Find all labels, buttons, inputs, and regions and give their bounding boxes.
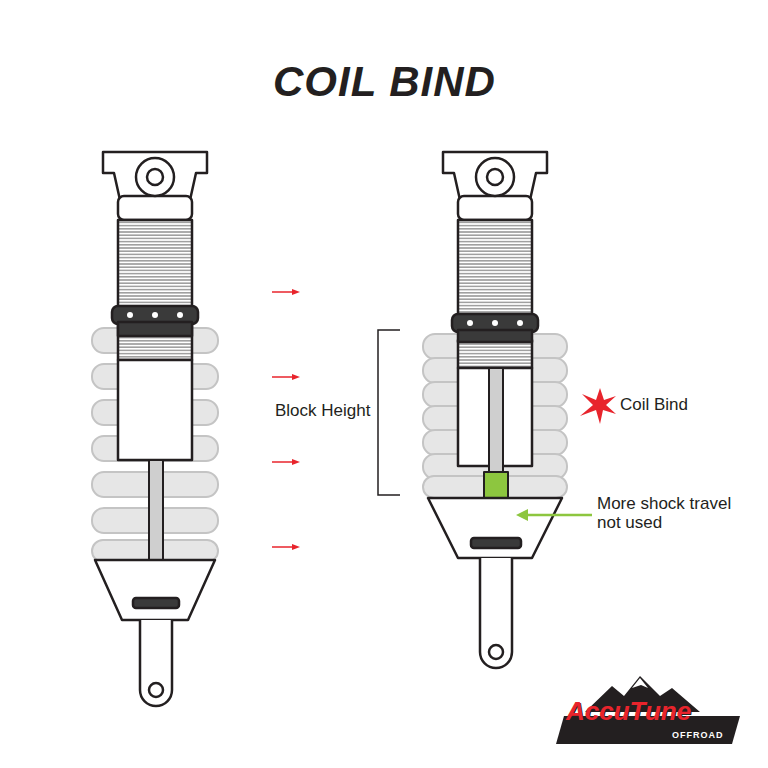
logo-text: AccuTune <box>566 696 691 727</box>
diagram-title: COIL BIND <box>273 58 496 106</box>
dimension-label: Block Height <box>275 401 370 421</box>
callout-label: Coil Bind <box>620 395 688 415</box>
logo-subtext: OFFROAD <box>672 730 724 740</box>
callout-label: More shock travel not used <box>597 494 747 532</box>
